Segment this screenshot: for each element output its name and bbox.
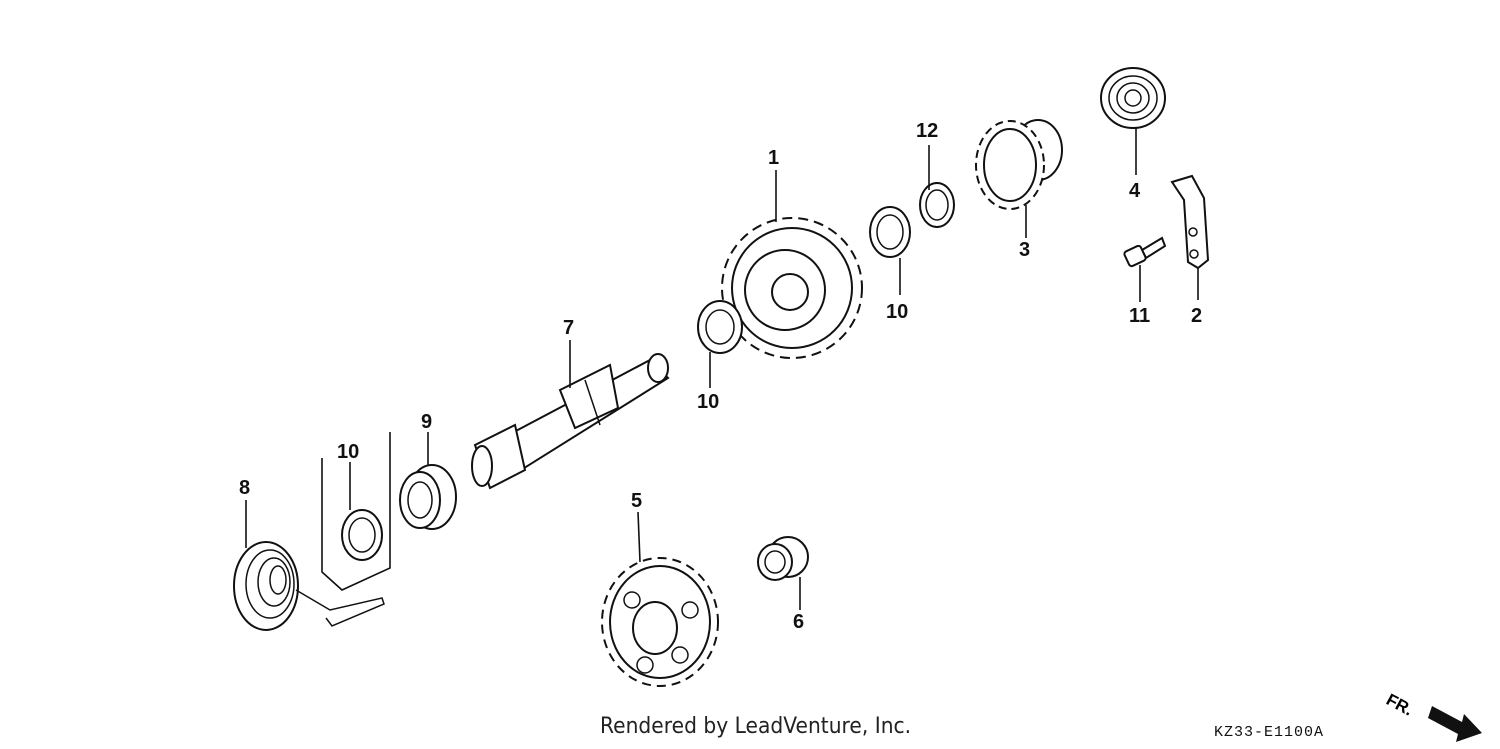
part-2-plate[interactable]	[1170, 174, 1210, 270]
part-8-spring[interactable]	[233, 541, 385, 631]
part-3-ratchet[interactable]	[975, 119, 1063, 210]
part-5-gear[interactable]	[601, 557, 719, 687]
part-12-circlip[interactable]	[919, 182, 955, 228]
callout-10: 10	[886, 301, 908, 323]
part-10-washer[interactable]	[869, 206, 911, 258]
callout-7: 7	[563, 317, 574, 339]
part-11-bolt[interactable]	[1123, 236, 1167, 268]
leader-lines	[245, 128, 1199, 610]
part-6-bushing[interactable]	[757, 536, 809, 581]
part-9-collar[interactable]	[399, 464, 457, 530]
callout-6: 6	[793, 611, 804, 633]
callout-10: 10	[337, 441, 359, 463]
diagram-code: KZ33-E1100A	[1214, 724, 1325, 741]
part-1-gear[interactable]	[721, 217, 863, 359]
callout-2: 2	[1191, 305, 1202, 327]
callout-10: 10	[697, 391, 719, 413]
callout-1: 1	[768, 147, 779, 169]
part-10-washer[interactable]	[697, 300, 743, 354]
callout-9: 9	[421, 411, 432, 433]
callout-12: 12	[916, 120, 938, 142]
callout-11: 11	[1129, 305, 1150, 327]
callout-labels: 1 2 3 4 5 6 7 8 9 10 10 10 10 11 12	[239, 120, 1202, 633]
render-credit: Rendered by LeadVenture, Inc.	[600, 714, 912, 739]
part-10-washer[interactable]	[341, 509, 383, 561]
callout-3: 3	[1019, 239, 1030, 261]
part-4-spring[interactable]	[1100, 67, 1166, 129]
part-7-shaft[interactable]	[471, 353, 670, 490]
callout-4: 4	[1129, 180, 1141, 202]
front-direction-arrow-icon	[1428, 706, 1482, 742]
callout-8: 8	[239, 477, 250, 499]
callout-5: 5	[631, 490, 642, 512]
